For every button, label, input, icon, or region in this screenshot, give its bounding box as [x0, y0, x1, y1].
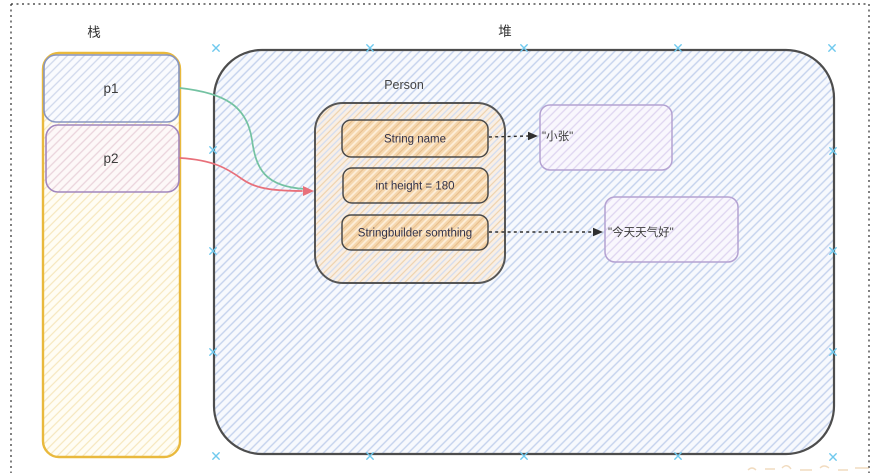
string-object-name[interactable]: [539, 104, 673, 171]
cropped-text-fragment: [747, 465, 869, 471]
field-string-name[interactable]: [341, 119, 489, 158]
stack-zone-label: 栈: [87, 25, 101, 40]
string-value-name: "小张": [542, 130, 573, 143]
ref-arrowhead-somthing: [593, 227, 603, 237]
person-object-title: Person: [384, 78, 424, 92]
field-int-height[interactable]: [342, 167, 489, 204]
stack-frame-p2[interactable]: [45, 124, 180, 193]
string-object-somthing[interactable]: [604, 196, 739, 263]
stack-frame-p1[interactable]: [43, 54, 180, 123]
ref-arrow-name-to-string[interactable]: [488, 135, 529, 138]
stack-frame-p1-label: p1: [103, 81, 118, 96]
pointer-arrowhead-p2: [303, 186, 314, 196]
field-int-height-label: int height = 180: [376, 181, 455, 193]
field-stringbuilder-label: Stringbuilder somthing: [358, 228, 472, 240]
ref-arrowhead-name: [528, 131, 538, 141]
heap-zone-label: 堆: [498, 24, 512, 39]
selection-handle[interactable]: [212, 44, 220, 52]
heap-container[interactable]: [212, 48, 836, 456]
selection-border: [10, 3, 870, 473]
selection-handle[interactable]: [212, 452, 220, 460]
selection-handle[interactable]: [828, 44, 836, 52]
pointer-arrow-p1-to-person[interactable]: [179, 87, 307, 190]
field-stringbuilder[interactable]: [341, 214, 489, 251]
string-value-somthing: "今天天气好": [608, 225, 674, 239]
field-string-name-label: String name: [384, 134, 446, 146]
selection-handle[interactable]: [829, 453, 837, 461]
stack-frame-p2-label: p2: [103, 151, 118, 166]
pointer-arrow-p2-to-person[interactable]: [179, 157, 303, 192]
